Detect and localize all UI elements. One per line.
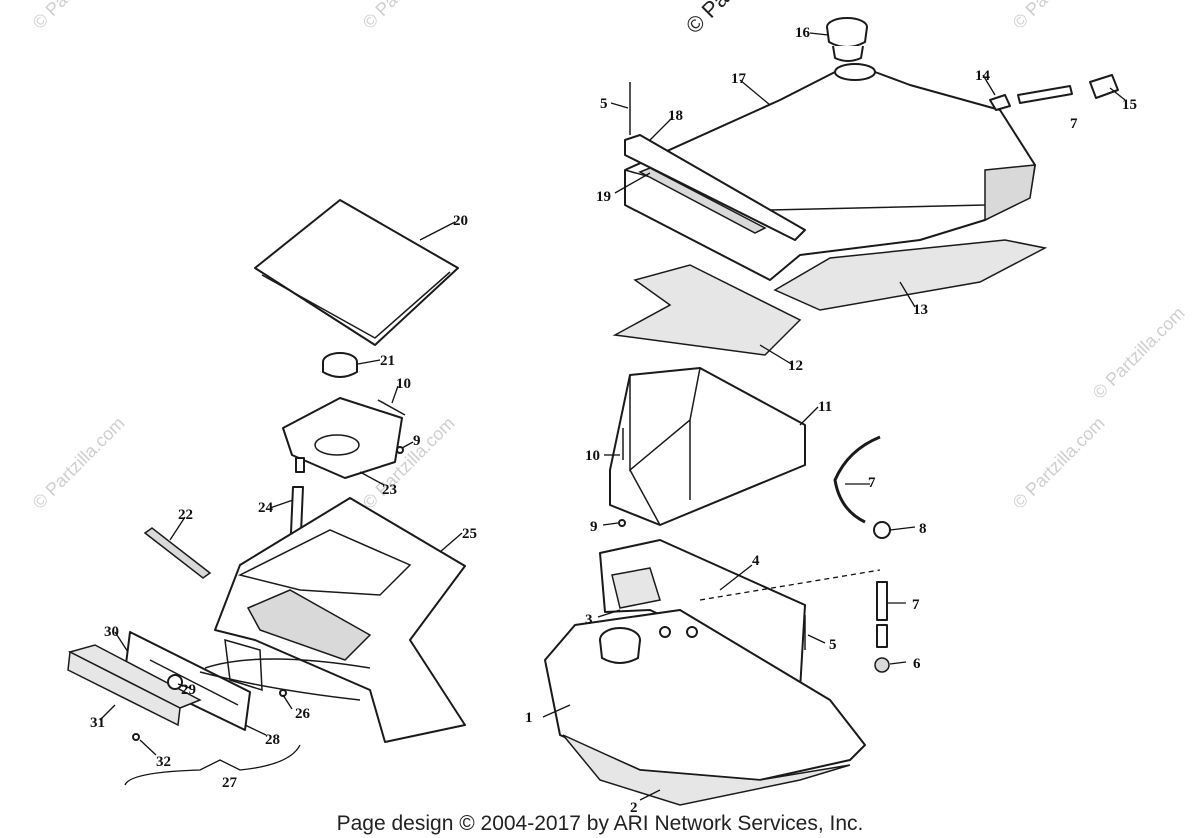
watermark: © Partzilla.com: [681, 0, 804, 39]
part-23-reservoir[interactable]: [282, 397, 403, 479]
callout-17[interactable]: 17: [731, 71, 747, 87]
watermark: © Partzilla.com: [29, 0, 129, 33]
callout-14[interactable]: 14: [975, 68, 991, 84]
footer-copyright: Page design © 2004-2017 by ARI Network S…: [337, 812, 864, 835]
part-16-filler-cap[interactable]: [826, 17, 868, 62]
callout-18[interactable]: 18: [668, 108, 683, 124]
callout-16[interactable]: 16: [795, 25, 811, 41]
callout-19[interactable]: 19: [596, 189, 611, 205]
watermark: © Partzilla.com: [359, 0, 459, 33]
watermark: © Partzilla.com: [1009, 0, 1109, 33]
callout-25[interactable]: 25: [462, 526, 477, 542]
part-32-screw[interactable]: [132, 733, 140, 741]
part-31-tail-lens[interactable]: [67, 644, 202, 727]
part-13-gasket[interactable]: [773, 239, 1048, 311]
callout-3[interactable]: 3: [585, 612, 593, 628]
callout-8[interactable]: 8: [919, 521, 927, 537]
callout-23[interactable]: 23: [382, 482, 397, 498]
part-18-rail[interactable]: [624, 134, 806, 241]
part-20-cover[interactable]: [254, 199, 459, 346]
part-28-lens-housing[interactable]: [124, 631, 251, 731]
watermark: © Partzilla.com: [1089, 303, 1189, 403]
part-17-tank-upper[interactable]: [624, 63, 1036, 281]
callout-22[interactable]: 22: [178, 507, 193, 523]
callout-13[interactable]: 13: [913, 302, 928, 318]
callout-7[interactable]: 7: [1070, 116, 1078, 132]
part-9-screw[interactable]: [618, 519, 626, 527]
callout-10[interactable]: 10: [585, 448, 600, 464]
part-7-fuel-line[interactable]: [876, 581, 888, 621]
callout-labels: 1 2 3 4 5 5 6 7 7 7 8 9 9 10 10 11 12 13…: [90, 25, 1137, 816]
callout-24[interactable]: 24: [258, 500, 274, 516]
callout-2[interactable]: 2: [630, 800, 638, 816]
part-7-vent-hose[interactable]: [1017, 85, 1073, 104]
callout-26[interactable]: 26: [295, 706, 311, 722]
part-21-cap[interactable]: [322, 352, 358, 378]
callout-5[interactable]: 5: [829, 637, 837, 653]
callout-7[interactable]: 7: [868, 475, 876, 491]
part-12-pad[interactable]: [612, 264, 802, 356]
callout-10[interactable]: 10: [396, 376, 411, 392]
callout-4[interactable]: 4: [752, 553, 760, 569]
callout-11[interactable]: 11: [818, 399, 832, 415]
callout-9[interactable]: 9: [590, 519, 598, 535]
callout-27[interactable]: 27: [222, 775, 238, 791]
part-10-clip[interactable]: [377, 399, 406, 416]
part-19-strip[interactable]: [638, 167, 767, 234]
part-29-bulb[interactable]: [167, 674, 183, 690]
callout-9[interactable]: 9: [413, 433, 421, 449]
watermark: © Partzilla.com: [1009, 413, 1109, 513]
part-9-screw[interactable]: [396, 446, 404, 454]
callout-12[interactable]: 12: [788, 358, 803, 374]
part-15-valve[interactable]: [1089, 74, 1119, 99]
callout-30[interactable]: 30: [104, 624, 119, 640]
dashed-guide: [699, 569, 881, 601]
part-8-fitting[interactable]: [873, 521, 891, 539]
callout-7[interactable]: 7: [912, 597, 920, 613]
callout-31[interactable]: 31: [90, 715, 105, 731]
part-7-fuel-line[interactable]: [876, 624, 888, 648]
callout-6[interactable]: 6: [913, 656, 921, 672]
part-14-fitting[interactable]: [989, 94, 1011, 111]
leader-lines: [99, 32, 1126, 801]
callout-29[interactable]: 29: [181, 682, 196, 698]
part-22-strip[interactable]: [143, 527, 212, 579]
callout-5[interactable]: 5: [600, 96, 608, 112]
callout-1[interactable]: 1: [525, 710, 533, 726]
part-7-fuel-line[interactable]: [833, 435, 881, 524]
callout-28[interactable]: 28: [265, 732, 280, 748]
part-25-housing[interactable]: [214, 497, 466, 743]
part-11-bracket[interactable]: [609, 367, 806, 526]
wiring-harness: [199, 658, 371, 701]
callout-21[interactable]: 21: [380, 353, 395, 369]
watermark: © Partzilla.com: [29, 413, 129, 513]
callout-20[interactable]: 20: [453, 213, 468, 229]
callout-32[interactable]: 32: [156, 754, 171, 770]
callout-15[interactable]: 15: [1122, 97, 1137, 113]
part-2-base-pad[interactable]: [562, 734, 851, 806]
part-6-filter[interactable]: [874, 657, 890, 673]
